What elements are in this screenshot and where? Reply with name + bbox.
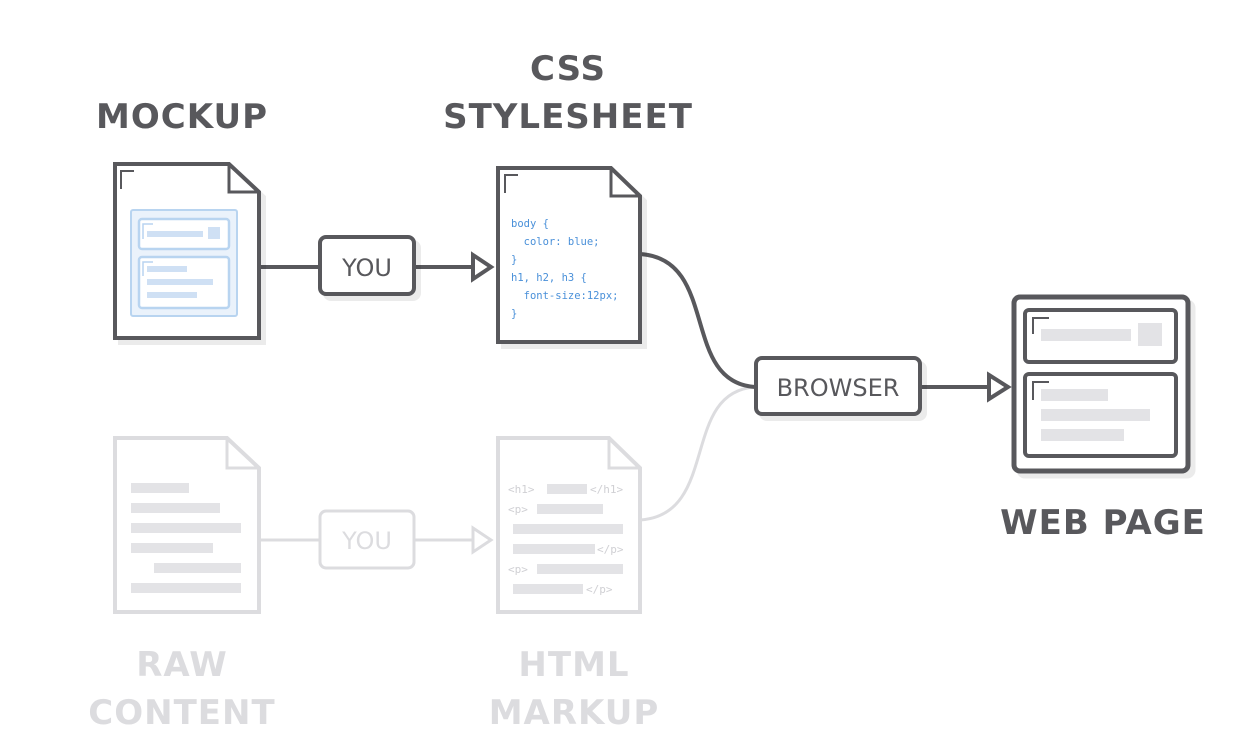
html-markup-heading-line1: HTML bbox=[518, 645, 629, 685]
mockup-heading: MOCKUP bbox=[96, 97, 268, 137]
html-markup-heading-line2: MARKUP bbox=[489, 693, 660, 733]
css-code-line2: color: blue; bbox=[511, 236, 600, 248]
css-code-line5: font-size:12px; bbox=[511, 290, 618, 302]
you-bottom-text: YOU bbox=[341, 527, 392, 555]
css-code-line1: body { bbox=[511, 218, 549, 230]
web-page-heading: WEB PAGE bbox=[1000, 503, 1206, 543]
html-p-open-2: <p> bbox=[508, 563, 528, 576]
browser-text: BROWSER bbox=[777, 374, 900, 402]
html-p-close-1: </p> bbox=[597, 543, 624, 556]
raw-content-heading-line2: CONTENT bbox=[88, 693, 275, 733]
html-p-close-2: </p> bbox=[586, 583, 613, 596]
you-label-bottom: YOU bbox=[318, 509, 416, 570]
dark-connectors bbox=[259, 251, 1012, 403]
css-code-line4: h1, h2, h3 { bbox=[511, 272, 587, 284]
web-page-window bbox=[1011, 294, 1191, 474]
css-code-line6: } bbox=[511, 308, 517, 320]
css-heading-line2: STYLESHEET bbox=[443, 97, 693, 137]
raw-content-heading-line1: RAW bbox=[136, 645, 227, 685]
html-h1-close: </h1> bbox=[590, 483, 623, 496]
css-heading-line1: CSS bbox=[530, 49, 606, 89]
css-code-line3: } bbox=[511, 254, 517, 266]
raw-content-document bbox=[113, 436, 261, 614]
css-stylesheet-document: body { color: blue; } h1, h2, h3 { font-… bbox=[496, 166, 642, 344]
faded-connectors bbox=[259, 385, 756, 555]
you-top-text: YOU bbox=[341, 254, 392, 282]
browser-label: BROWSER bbox=[754, 356, 922, 416]
mockup-document bbox=[113, 162, 261, 340]
html-p-open-1: <p> bbox=[508, 503, 528, 516]
html-h1-open: <h1> bbox=[508, 483, 535, 496]
html-markup-document: <h1> </h1> <p> </p> <p> </p> bbox=[496, 436, 642, 614]
you-label-top: YOU bbox=[318, 235, 416, 296]
